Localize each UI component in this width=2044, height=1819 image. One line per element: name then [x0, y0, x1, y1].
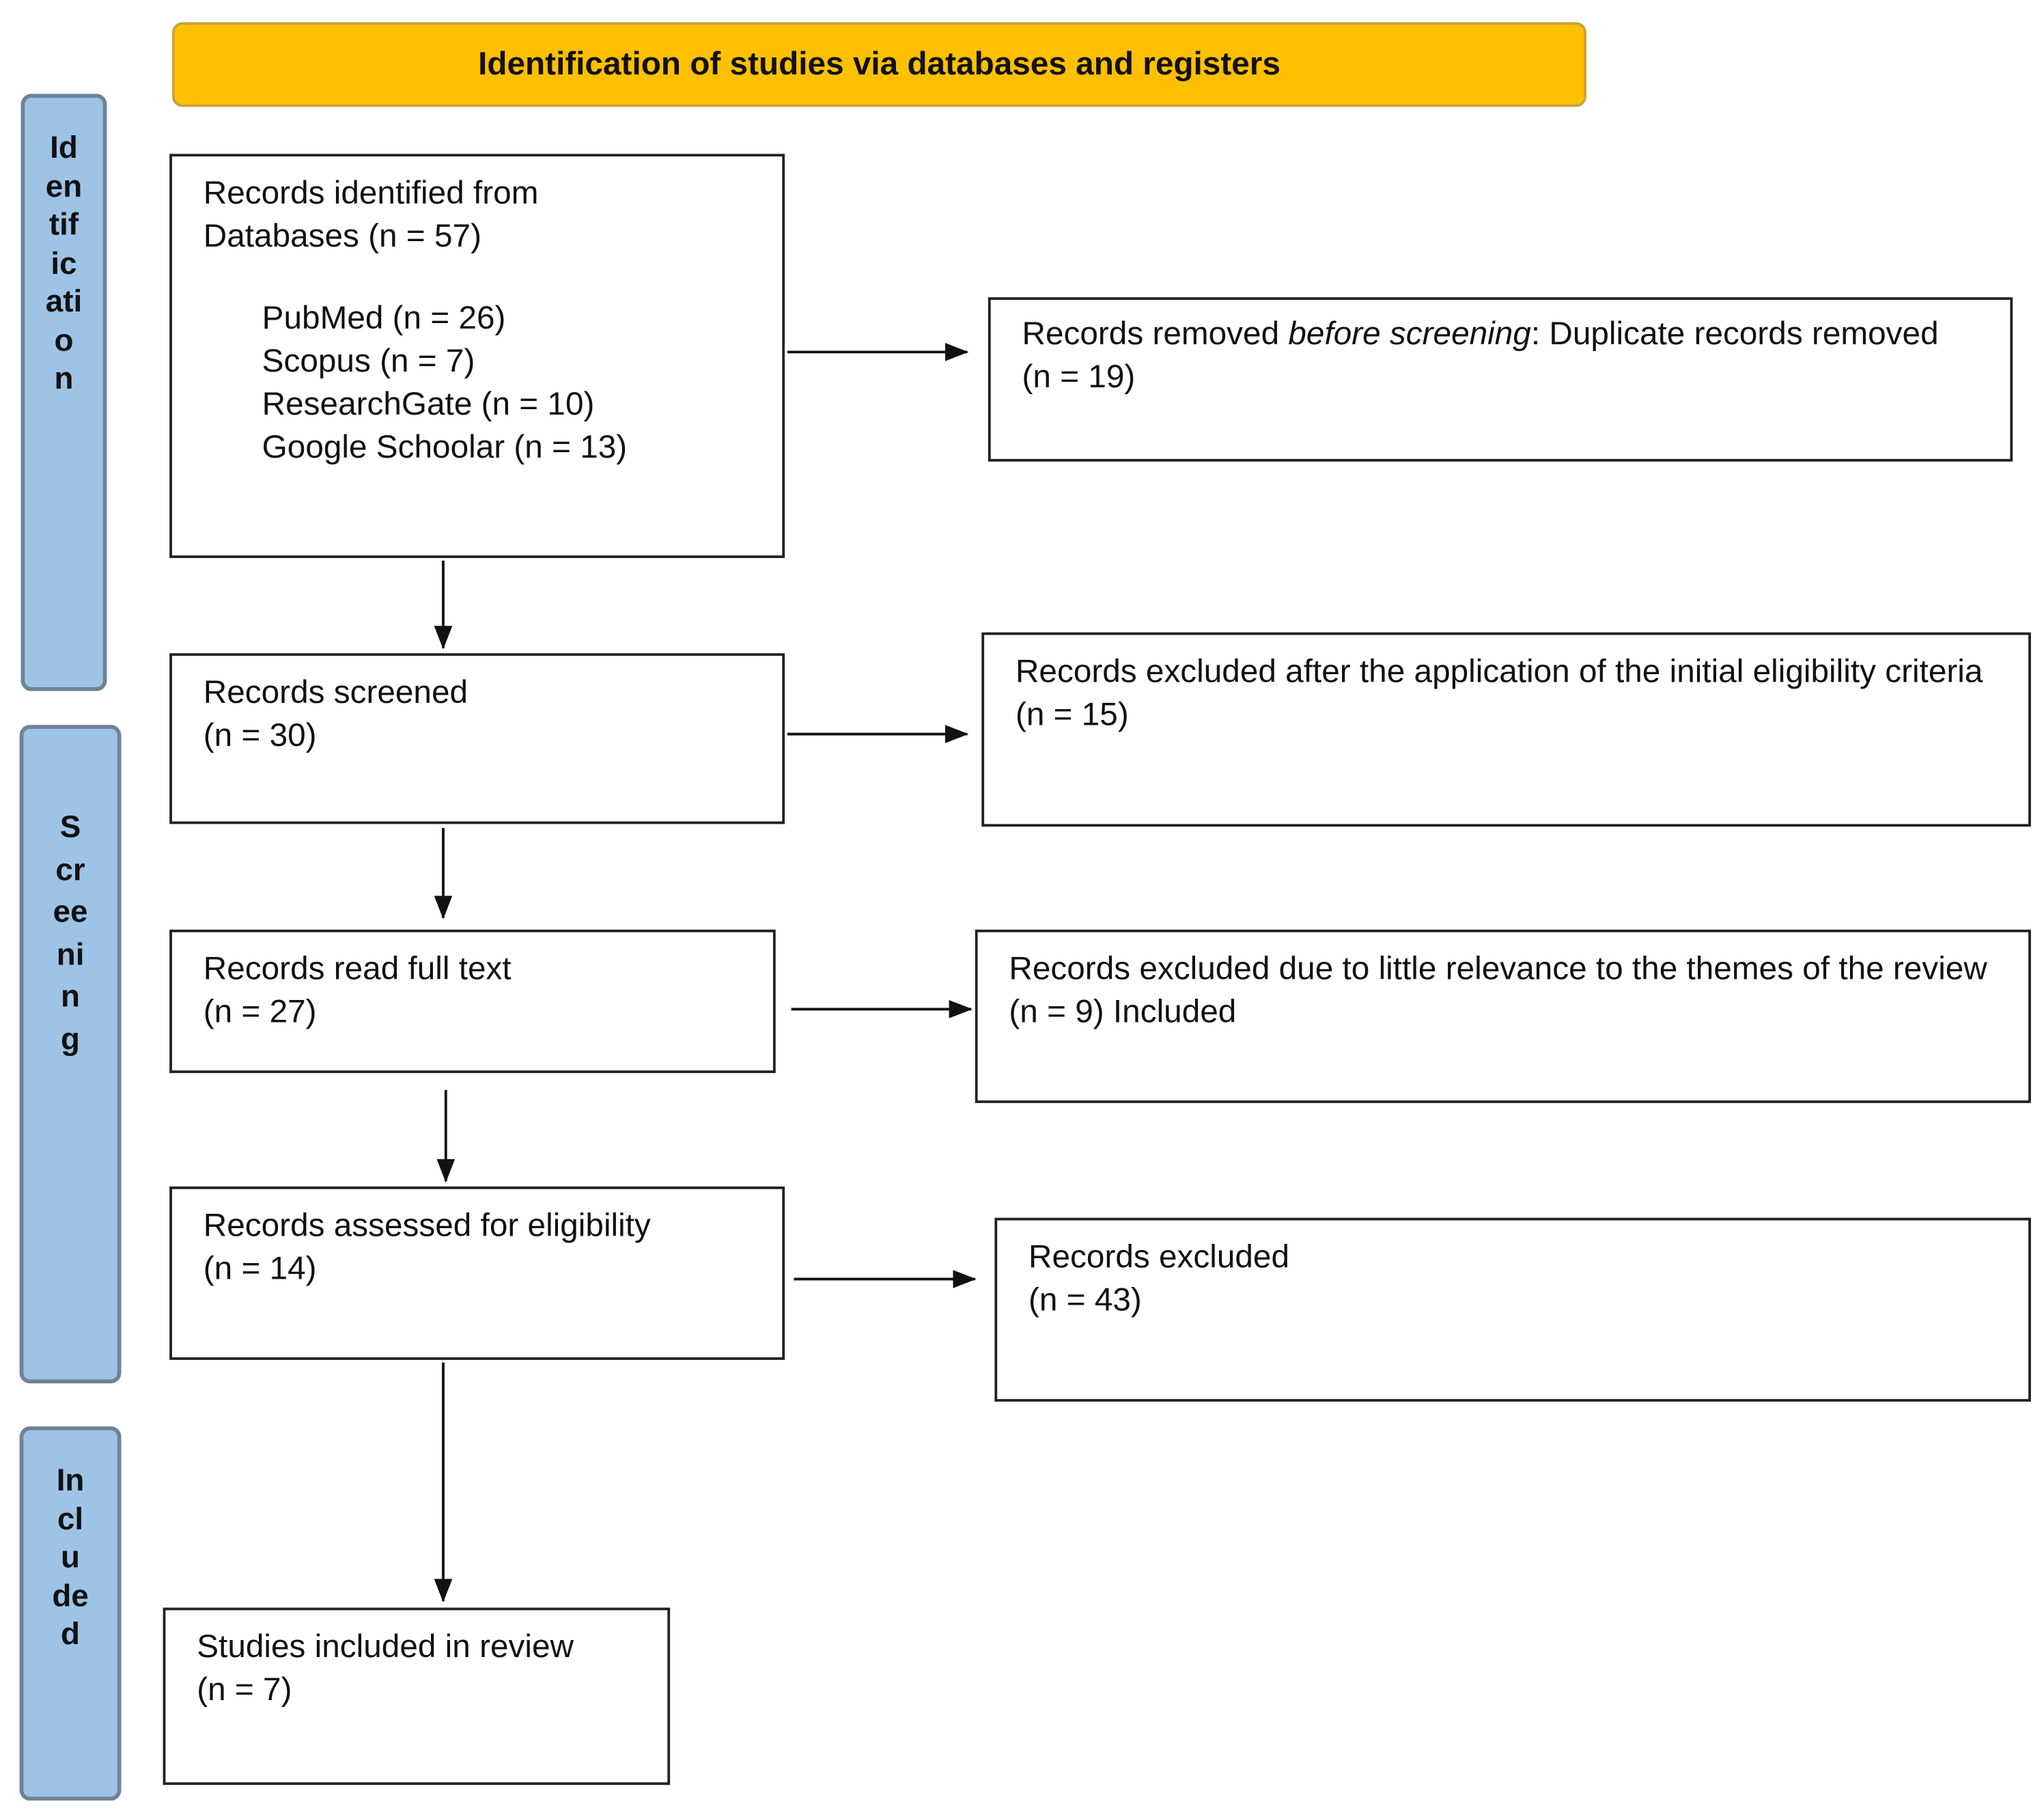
full-text-title: Records read full text [203, 950, 512, 987]
source-pubmed: PubMed (n = 26) [262, 300, 506, 337]
records-screened-box: Records screened (n = 30) [169, 653, 785, 824]
excluded-initial-title: Records excluded after the application o… [1015, 653, 1983, 690]
assessed-box: Records assessed for eligibility (n = 14… [169, 1186, 785, 1360]
source-researchgate: ResearchGate (n = 10) [262, 386, 595, 423]
included-title: Studies included in review [197, 1628, 574, 1665]
excluded-relevance-count: (n = 9) Included [1009, 993, 1237, 1030]
phase-label: Screening [53, 809, 88, 1057]
full-text-count: (n = 27) [203, 993, 317, 1030]
removed-count: (n = 19) [1022, 358, 1136, 395]
identified-title: Records identified from [203, 174, 539, 212]
phase-label: Included [52, 1462, 89, 1652]
assessed-count: (n = 14) [203, 1250, 317, 1287]
excluded-title: Records excluded [1028, 1238, 1290, 1275]
source-google-scholar: Google Schoolar (n = 13) [262, 428, 628, 466]
records-identified-box: Records identified from Databases (n = 5… [169, 154, 785, 558]
excluded-count: (n = 43) [1028, 1281, 1142, 1318]
screened-title: Records screened [203, 674, 468, 711]
source-scopus: Scopus (n = 7) [262, 343, 475, 380]
phase-identification: Identification [20, 94, 107, 691]
identified-subtitle: Databases (n = 57) [203, 217, 481, 255]
included-box: Studies included in review (n = 7) [163, 1607, 671, 1786]
included-count: (n = 7) [197, 1671, 292, 1708]
removed-prefix: Records removed [1022, 315, 1289, 352]
records-removed-box: Records removed before screening: Duplic… [988, 297, 2013, 462]
screened-count: (n = 30) [203, 717, 317, 754]
excluded-box: Records excluded (n = 43) [994, 1217, 2031, 1402]
removed-suffix: : Duplicate records removed [1530, 315, 1939, 352]
assessed-title: Records assessed for eligibility [203, 1207, 651, 1244]
phase-included: Included [19, 1426, 122, 1801]
header-title: Identification of studies via databases … [478, 45, 1280, 83]
removed-italic: before screening [1288, 315, 1531, 352]
excluded-initial-box: Records excluded after the application o… [981, 632, 2031, 827]
phase-label: Identification [45, 130, 83, 397]
excluded-relevance-box: Records excluded due to little relevance… [975, 929, 2031, 1103]
header-banner: Identification of studies via databases … [171, 22, 1587, 107]
excluded-initial-count: (n = 15) [1015, 696, 1129, 733]
excluded-relevance-title: Records excluded due to little relevance… [1009, 950, 1987, 987]
phase-screening: Screening [19, 725, 122, 1384]
full-text-box: Records read full text (n = 27) [169, 929, 776, 1073]
